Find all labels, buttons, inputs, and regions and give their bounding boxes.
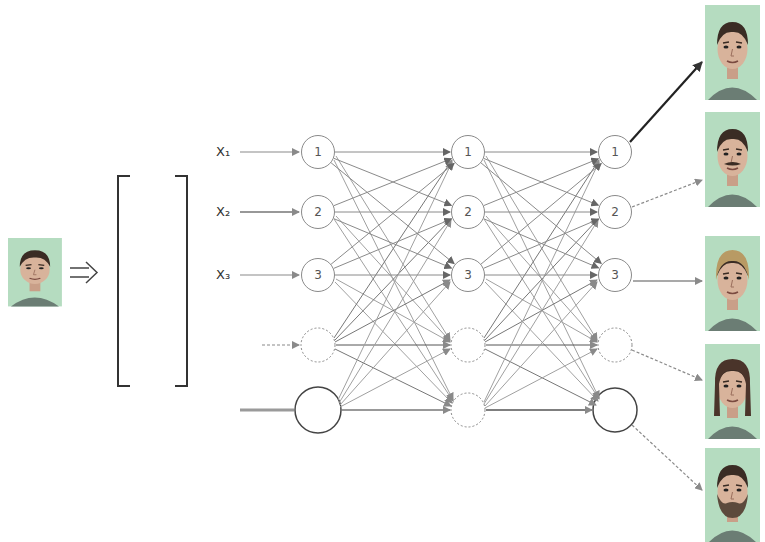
neuron-circle: 1 — [598, 135, 632, 169]
weight-connection — [485, 152, 597, 153]
weight-connection — [481, 164, 601, 265]
weight-connection — [484, 219, 599, 268]
neuron-number: 1 — [464, 146, 472, 158]
weight-connection — [331, 163, 454, 264]
weight-connection — [484, 159, 599, 206]
neuron-number: 3 — [314, 269, 322, 281]
weight-lines — [484, 156, 599, 410]
neuron-circle: 1 — [301, 135, 335, 169]
output-face — [705, 448, 760, 542]
neuron-number: 1 — [314, 146, 322, 158]
neuron-circle: 3 — [451, 258, 485, 292]
input-label: X₁ — [216, 144, 230, 160]
output-face — [705, 344, 760, 439]
weight-connection — [334, 219, 452, 268]
weight-connection — [485, 212, 597, 213]
neuron-number: 3 — [464, 269, 472, 281]
neuron-circle: 3 — [301, 258, 335, 292]
hidden-circles — [295, 328, 637, 433]
weight-connection — [334, 158, 452, 205]
output-face — [705, 236, 760, 331]
weight-connection — [484, 158, 599, 205]
neuron-circle: 2 — [301, 195, 335, 229]
neuron-number: 2 — [611, 206, 619, 218]
vector-bracket — [118, 176, 187, 386]
input-label: X₂ — [216, 204, 230, 220]
neuron-number: 1 — [611, 146, 619, 158]
neuron-number: 2 — [464, 206, 472, 218]
weight-connection — [484, 219, 599, 268]
weight-connection — [335, 275, 450, 276]
input-arrows — [240, 152, 299, 410]
input-label: X₃ — [216, 267, 230, 283]
neuron-circle: 2 — [598, 195, 632, 229]
output-arrows — [630, 62, 702, 490]
output-face — [705, 112, 760, 207]
weight-connection — [335, 152, 450, 153]
weight-connection — [331, 163, 454, 264]
neuron-number: 2 — [314, 206, 322, 218]
weight-connection — [481, 163, 601, 264]
weight-connection — [334, 219, 452, 268]
weight-connection — [335, 212, 450, 213]
weight-connection — [334, 159, 452, 206]
neuron-number: 3 — [611, 269, 619, 281]
hollow-arrow — [70, 262, 97, 283]
neuron-circle: 1 — [451, 135, 485, 169]
weight-lines — [334, 156, 453, 410]
output-face — [705, 5, 760, 100]
neuron-circle: 2 — [451, 195, 485, 229]
weight-connection — [485, 275, 597, 276]
input-face — [8, 238, 62, 306]
neuron-circle: 3 — [598, 258, 632, 292]
